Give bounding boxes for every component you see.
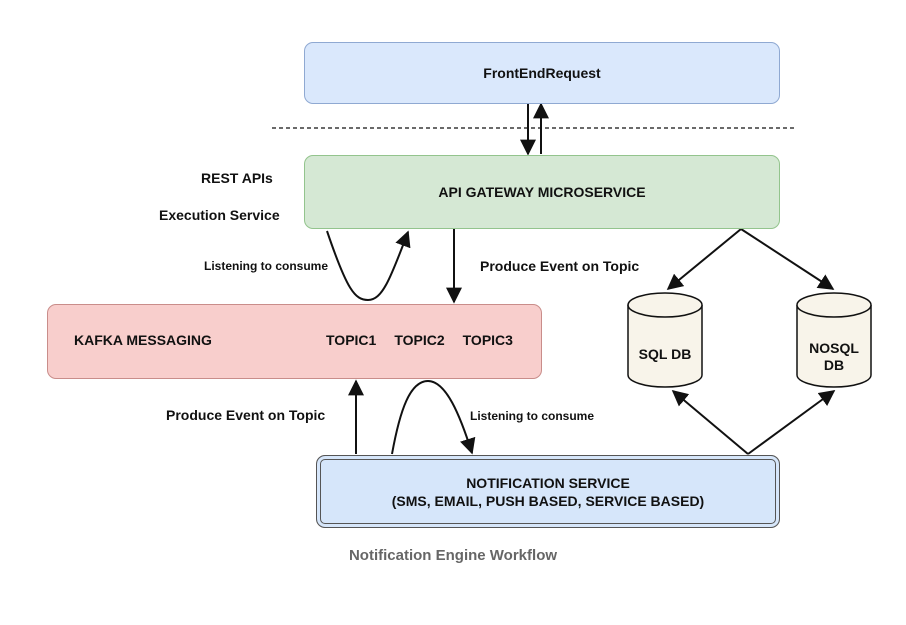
sql-db-cylinder [627, 292, 703, 388]
listening-to-consume-bottom-label: Listening to consume [470, 409, 595, 423]
kafka-topics: TOPIC1 TOPIC2 TOPIC3 [326, 332, 513, 348]
nosql-db-cylinder [796, 292, 872, 388]
sql-db-label: SQL DB [628, 346, 702, 363]
produce-event-top-label: Produce Event on Topic [480, 258, 640, 274]
kafka-messaging-label: KAFKA MESSAGING [74, 332, 212, 348]
edge-notification-to-sql [671, 389, 749, 455]
topic-3-label: TOPIC3 [462, 332, 513, 348]
edge-notification-to-nosql [747, 390, 836, 455]
produce-event-bottom-label: Produce Event on Topic [166, 407, 326, 423]
frontend-request-box: FrontEndRequest [304, 42, 780, 104]
listening-to-consume-top-label: Listening to consume [204, 259, 329, 273]
sql-db-text: SQL DB [638, 346, 692, 362]
api-gateway-label: API GATEWAY MICROSERVICE [438, 184, 646, 200]
nosql-db-text-line2: DB [823, 357, 845, 373]
nosql-db-text-line1: NOSQL [809, 340, 859, 356]
kafka-messaging-box: KAFKA MESSAGING TOPIC1 TOPIC2 TOPIC3 [47, 304, 542, 379]
topic-1-label: TOPIC1 [326, 332, 377, 348]
diagram-caption: Notification Engine Workflow [348, 547, 558, 564]
execution-service-label: Execution Service [159, 207, 280, 223]
topic-2-label: TOPIC2 [394, 332, 445, 348]
edge-gateway-to-sql [666, 228, 742, 291]
edge-gateway-listening-loop [326, 230, 411, 302]
frontend-request-label: FrontEndRequest [483, 65, 601, 81]
rest-apis-label: REST APIs [201, 170, 273, 186]
notification-service-title: NOTIFICATION SERVICE [466, 474, 630, 491]
edge-gateway-to-nosql [740, 228, 835, 290]
nosql-db-label: NOSQL DB [797, 340, 871, 374]
api-gateway-box: API GATEWAY MICROSERVICE [304, 155, 780, 229]
edge-notification-listening-loop [391, 379, 476, 455]
notification-service-box: NOTIFICATION SERVICE (SMS, EMAIL, PUSH B… [316, 455, 780, 528]
notification-service-subtitle: (SMS, EMAIL, PUSH BASED, SERVICE BASED) [391, 492, 705, 509]
